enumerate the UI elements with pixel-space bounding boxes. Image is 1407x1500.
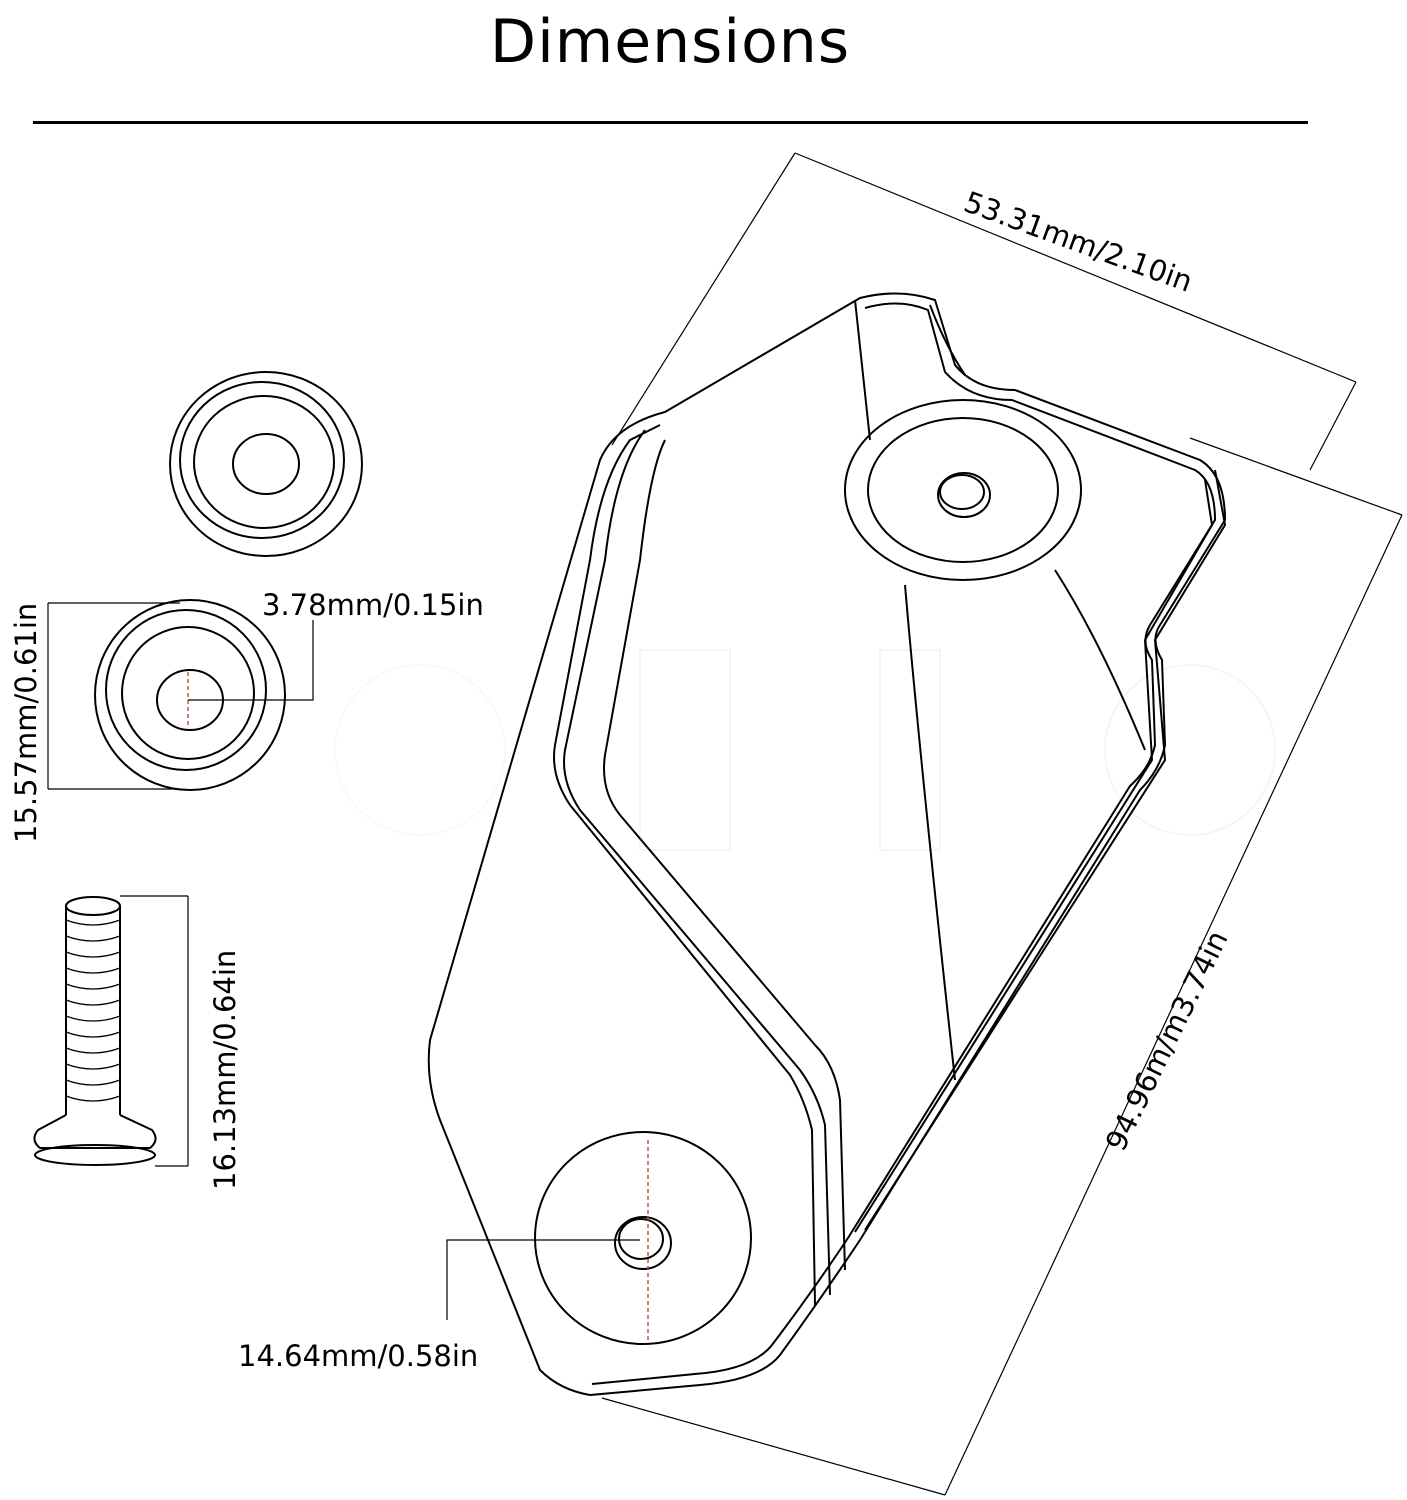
washer-dimensioned (47, 599, 314, 791)
screw-threads (65, 919, 121, 1102)
washer-top-view (169, 371, 363, 557)
title-divider (33, 121, 1308, 124)
plate-width-label: 53.31mm/2.10in (960, 185, 1197, 299)
screw-length-label: 16.13mm/0.64in (208, 950, 242, 1190)
screw (33, 895, 189, 1167)
plate-length-dimension (601, 437, 1403, 1496)
reservoir-cover-plate (427, 292, 1226, 1396)
plate-width-dimension (611, 152, 1357, 471)
page-title: Dimensions (489, 7, 851, 77)
washer-diameter-label: 15.57mm/0.61in (9, 603, 43, 843)
plate-length-label: 94.96m/m3.74in (1099, 925, 1235, 1156)
washer-hole-label: 3.78mm/0.15in (262, 588, 484, 622)
watermark (334, 649, 1276, 851)
plate-hole-label: 14.64mm/0.58in (238, 1339, 478, 1373)
